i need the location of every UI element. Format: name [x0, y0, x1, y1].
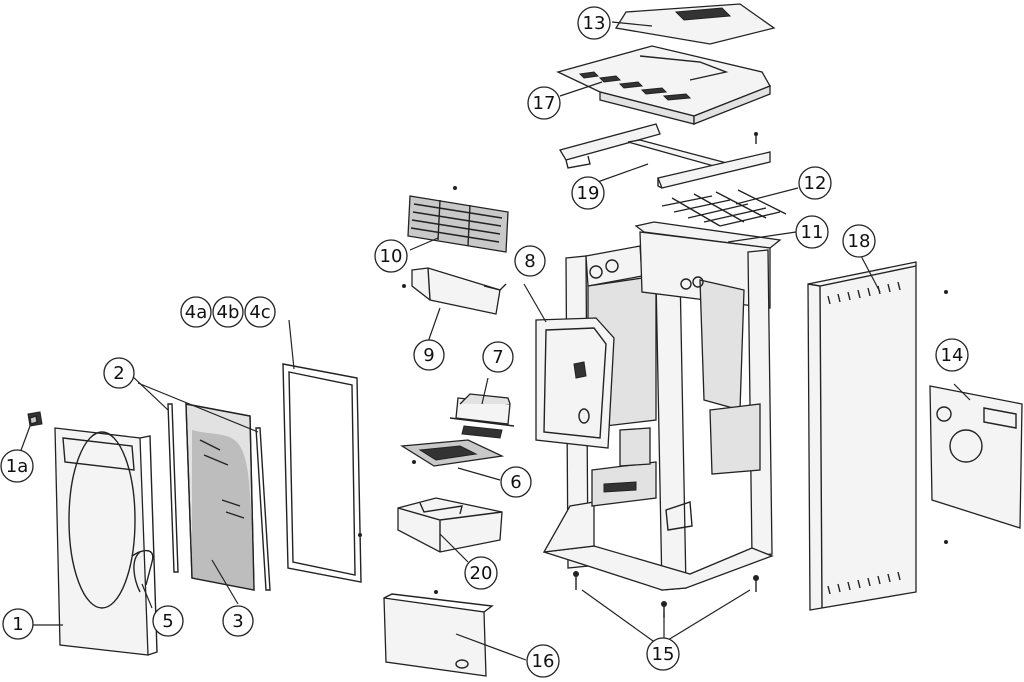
- part-ash-tray: [397, 497, 503, 553]
- callout-4a: 4a: [180, 296, 212, 328]
- svg-text:4c: 4c: [249, 302, 270, 323]
- part-air-grille: [407, 186, 509, 253]
- svg-text:9: 9: [423, 345, 434, 366]
- part-plate: [400, 439, 505, 467]
- part-rear-plate: [929, 385, 1023, 529]
- callout-1a: 1a: [0, 449, 34, 483]
- callout-9: 9: [413, 339, 445, 371]
- callout-8: 8: [514, 245, 546, 277]
- callout-19: 19: [571, 176, 605, 210]
- callout-6: 6: [500, 466, 532, 498]
- callout-15: 15: [646, 637, 680, 671]
- svg-text:6: 6: [510, 472, 521, 493]
- svg-text:7: 7: [492, 347, 503, 368]
- svg-text:15: 15: [652, 644, 675, 665]
- callout-18: 18: [842, 224, 876, 258]
- svg-text:12: 12: [804, 173, 827, 194]
- callout-12: 12: [798, 166, 832, 200]
- svg-text:10: 10: [380, 246, 403, 267]
- part-support-rails: [559, 123, 771, 189]
- callout-20: 20: [464, 556, 498, 590]
- svg-text:3: 3: [232, 611, 243, 632]
- callout-10: 10: [374, 239, 408, 273]
- svg-text:19: 19: [577, 183, 600, 204]
- part-glass: [185, 403, 255, 591]
- svg-text:14: 14: [941, 345, 964, 366]
- part-top-cover: [614, 3, 776, 45]
- part-stove-body: [542, 221, 782, 618]
- svg-text:4a: 4a: [185, 302, 207, 323]
- part-door-frame: [54, 427, 158, 656]
- part-top-frame: [556, 45, 771, 125]
- callout-7: 7: [482, 341, 514, 373]
- part-latch: [27, 411, 43, 427]
- part-side-panel: [807, 261, 948, 611]
- svg-text:20: 20: [470, 563, 493, 584]
- svg-text:16: 16: [532, 651, 555, 672]
- svg-text:2: 2: [113, 363, 124, 384]
- callout-14: 14: [935, 338, 969, 372]
- part-glass-frame: [282, 363, 362, 583]
- svg-text:13: 13: [583, 13, 606, 34]
- callout-2: 2: [103, 357, 135, 389]
- part-gaskets: [167, 403, 271, 591]
- callout-16: 16: [526, 644, 560, 678]
- part-mesh-grate: [661, 189, 787, 227]
- callout-4b: 4b: [212, 296, 244, 328]
- callout-13: 13: [577, 6, 611, 40]
- callout-11: 11: [795, 215, 829, 249]
- part-bracket: [402, 267, 507, 315]
- svg-text:5: 5: [162, 611, 173, 632]
- callout-4c: 4c: [244, 296, 276, 328]
- part-handle: [133, 551, 141, 593]
- part-front-panel: [383, 590, 494, 677]
- svg-text:1: 1: [12, 614, 23, 635]
- leader-lines: [19, 21, 971, 661]
- callout-3: 3: [222, 605, 254, 637]
- svg-text:4b: 4b: [217, 302, 240, 323]
- svg-text:18: 18: [848, 231, 871, 252]
- callout-1: 1: [2, 608, 34, 640]
- callout-17: 17: [527, 86, 561, 120]
- svg-text:17: 17: [533, 93, 556, 114]
- svg-text:8: 8: [524, 251, 535, 272]
- part-fan-box: [449, 393, 515, 439]
- part-hopper-cover: [535, 317, 615, 449]
- callout-5: 5: [152, 605, 184, 637]
- svg-text:1a: 1a: [6, 456, 28, 477]
- svg-text:11: 11: [801, 222, 824, 243]
